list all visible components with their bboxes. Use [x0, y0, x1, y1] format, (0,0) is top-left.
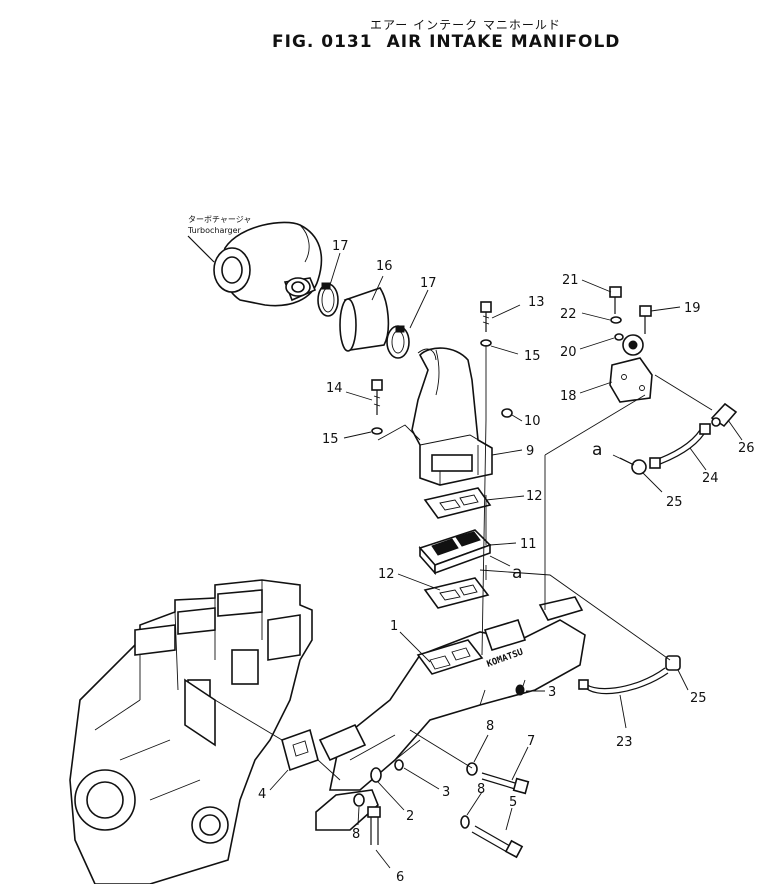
harness-23 [578, 667, 669, 695]
bracket-18 [609, 334, 653, 403]
bolt-5 [471, 825, 524, 859]
turbocharger-label: Turbocharger [187, 226, 242, 235]
callout-1: 1 [390, 619, 398, 634]
bolt-19 [639, 305, 652, 334]
bolt-6 [367, 806, 381, 845]
turbocharger-label-jp: ターボチャージャ [188, 215, 251, 224]
bolt-21 [609, 286, 622, 314]
callout-5: 5 [509, 795, 517, 810]
callout-18: 18 [560, 389, 577, 404]
reference-marker-a-upper: a [592, 440, 602, 460]
callout-4: 4 [258, 787, 266, 802]
callout-20: 20 [560, 345, 577, 360]
callout-7: 7 [527, 734, 535, 749]
figure-header: エアー インテーク マニホールド FIG. 0131 AIR INTAKE MAN… [0, 0, 766, 60]
intake-heater-11 [418, 529, 492, 576]
intake-manifold: KOMATSU [315, 596, 586, 831]
callout-3-right: 3 [548, 685, 556, 700]
plug-10 [501, 408, 513, 418]
callout-16: 16 [376, 259, 393, 274]
gasket-12-lower [423, 577, 490, 609]
washer-8-a [466, 762, 478, 776]
washer-20 [614, 333, 624, 341]
callout-2: 2 [406, 809, 414, 824]
hose-clamp-left [317, 282, 339, 317]
hose-clamp-right [386, 325, 410, 359]
callout-9: 9 [526, 444, 534, 459]
washer-15-lower [371, 427, 383, 435]
callout-12-lower: 12 [378, 567, 395, 582]
plug-3-right [515, 684, 525, 696]
callout-13: 13 [528, 295, 545, 310]
sensor-26 [710, 402, 738, 428]
reference-marker-a-lower: a [512, 563, 522, 583]
callout-25-upper: 25 [666, 495, 683, 510]
callout-24: 24 [702, 471, 719, 486]
engine-block [69, 579, 313, 884]
callout-8-a: 8 [486, 719, 494, 734]
callout-8-c: 8 [352, 827, 360, 842]
washer-8-c [353, 793, 365, 807]
callout-19: 19 [684, 301, 701, 316]
figure-title-japanese: エアー インテーク マニホールド [370, 18, 561, 32]
washer-22 [610, 316, 622, 324]
callout-23: 23 [616, 735, 633, 750]
callout-15-upper: 15 [524, 349, 541, 364]
figure-title: FIG. 0131 AIR INTAKE MANIFOLD [272, 32, 620, 52]
callout-21: 21 [562, 273, 579, 288]
plug-3-lower [394, 759, 404, 771]
callout-26: 26 [738, 441, 755, 456]
callout-25-lower: 25 [690, 691, 707, 706]
washer-8-b [460, 815, 470, 829]
figure-name: AIR INTAKE MANIFOLD [386, 32, 621, 52]
callout-11: 11 [520, 537, 537, 552]
gasket-12-upper [423, 487, 492, 519]
gasket-4 [281, 728, 319, 772]
plug-2 [370, 767, 382, 783]
bolt-14 [371, 379, 383, 415]
callout-leaders [269, 252, 743, 869]
callout-10: 10 [524, 414, 541, 429]
figure-number: FIG. 0131 [272, 32, 373, 52]
callout-17-right: 17 [420, 276, 437, 291]
callout-6: 6 [396, 870, 404, 884]
callout-8-b: 8 [477, 782, 485, 797]
callout-3-lower: 3 [442, 785, 450, 800]
air-hose [339, 287, 390, 352]
intake-elbow [411, 347, 493, 486]
turbocharger [213, 221, 323, 307]
cap-25-lower [665, 655, 681, 671]
callout-numbers: 1 2 3 3 4 5 6 7 8 8 8 9 10 11 12 12 13 1… [258, 239, 755, 884]
callout-17-left: 17 [332, 239, 349, 254]
callout-14: 14 [326, 381, 343, 396]
harness-24 [649, 423, 711, 469]
callout-12-upper: 12 [526, 489, 543, 504]
callout-22: 22 [560, 307, 577, 322]
bolt-7 [481, 772, 530, 795]
bolt-13 [480, 301, 492, 332]
callout-15-lower: 15 [322, 432, 339, 447]
